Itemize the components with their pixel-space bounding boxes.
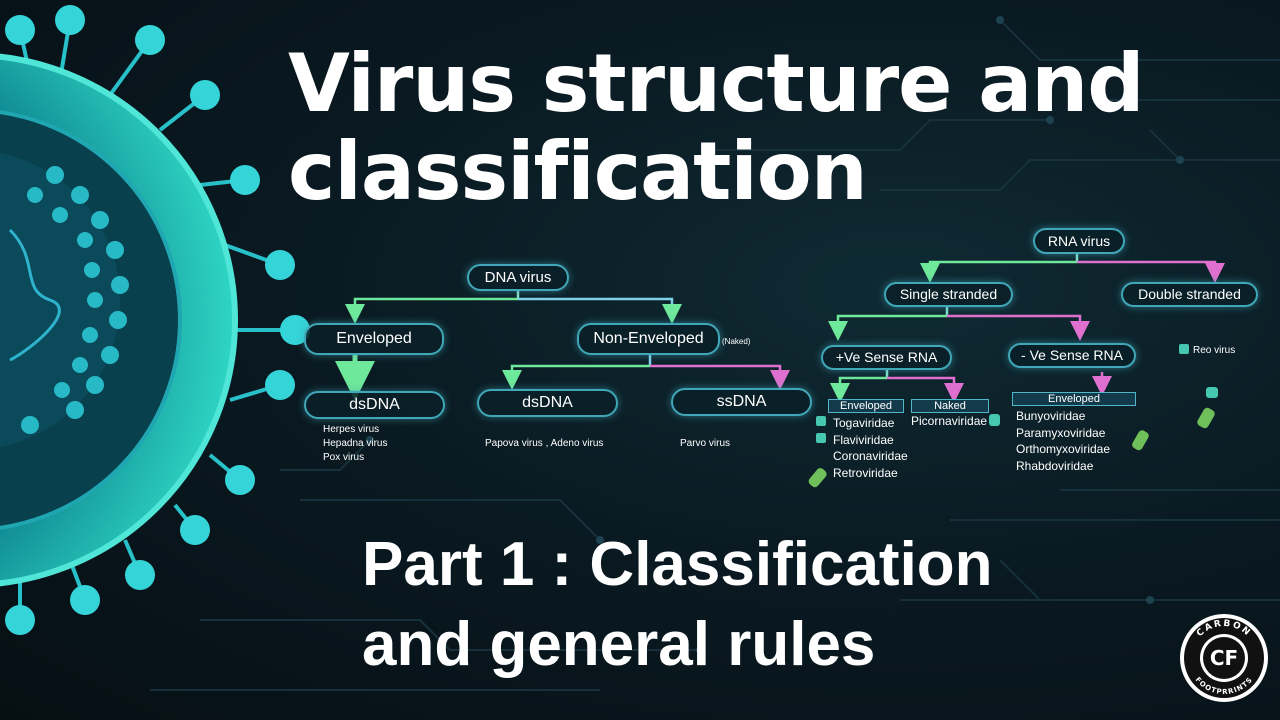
plus-enveloped-tag: Enveloped: [828, 399, 904, 413]
single-stranded-node: Single stranded: [884, 282, 1013, 307]
page-subtitle: Part 1 : Classification and general rule…: [362, 525, 993, 685]
title-line-2: classification: [288, 125, 868, 218]
minus-enveloped-tag: Enveloped: [1012, 392, 1136, 406]
list-item: Picornaviridae: [911, 414, 988, 428]
mini-virus-icons: [808, 344, 1218, 488]
dna-enveloped-dsdna-node: dsDNA: [304, 391, 445, 419]
list-item: Bunyoviridae: [1016, 409, 1086, 423]
dna-enveloped-node: Enveloped: [304, 323, 444, 355]
dna-naked-ssdna-node: ssDNA: [671, 388, 812, 416]
plus-naked-families: Picornaviridae: [911, 413, 987, 430]
plus-sense-rna-node: +Ve Sense RNA: [821, 345, 952, 370]
double-stranded-node: Double stranded: [1121, 282, 1258, 307]
dna-non-enveloped-node: Non-Enveloped: [577, 323, 720, 355]
naked-dsdna-examples: Papova virus , Adeno virus: [485, 437, 603, 451]
minus-enveloped-families: Bunyoviridae Paramyxoviridae Orthomyxovi…: [1016, 408, 1110, 474]
plus-naked-tag: Naked: [911, 399, 989, 413]
naked-note: (Naked): [722, 337, 751, 346]
list-item: Paramyxoviridae: [1016, 425, 1106, 440]
list-item: Hepadna virus: [323, 438, 388, 449]
list-item: Rhabdoviridae: [1016, 458, 1094, 473]
subtitle-line-2: and general rules: [362, 610, 876, 679]
dna-naked-dsdna-node: dsDNA: [477, 389, 618, 417]
list-item: Retroviridae: [833, 465, 898, 480]
list-item: Orthomyxoviridae: [1016, 442, 1111, 456]
dna-virus-node: DNA virus: [467, 264, 569, 291]
page-title: Virus structure and classification: [288, 37, 1144, 218]
logo-initials: CF: [1210, 646, 1238, 670]
list-item: Reo virus: [1193, 345, 1236, 356]
list-item: Flaviviridae: [833, 432, 894, 447]
rna-virus-node: RNA virus: [1033, 228, 1125, 254]
virus-illustration: [0, 5, 310, 635]
list-item: Parvo virus: [680, 438, 731, 449]
title-line-1: Virus structure and: [288, 37, 1144, 130]
carbon-footprints-logo: CARBON FOOTPRRINTS CF: [1180, 614, 1268, 702]
naked-ssdna-examples: Parvo virus: [680, 437, 730, 451]
enveloped-dna-examples: Herpes virus Hepadna virus Pox virus: [323, 423, 387, 465]
list-item: Coronaviridae: [833, 449, 908, 463]
subtitle-line-1: Part 1 : Classification: [362, 530, 993, 599]
list-item: Pox virus: [323, 452, 365, 463]
plus-enveloped-families: Togaviridae Flaviviridae Coronaviridae R…: [833, 415, 908, 481]
minus-sense-rna-node: - Ve Sense RNA: [1008, 343, 1136, 368]
list-item: Togaviridae: [833, 416, 895, 430]
list-item: Herpes virus: [323, 424, 380, 435]
list-item: Papova virus , Adeno virus: [485, 438, 604, 449]
double-stranded-example: Reo virus: [1193, 344, 1235, 358]
